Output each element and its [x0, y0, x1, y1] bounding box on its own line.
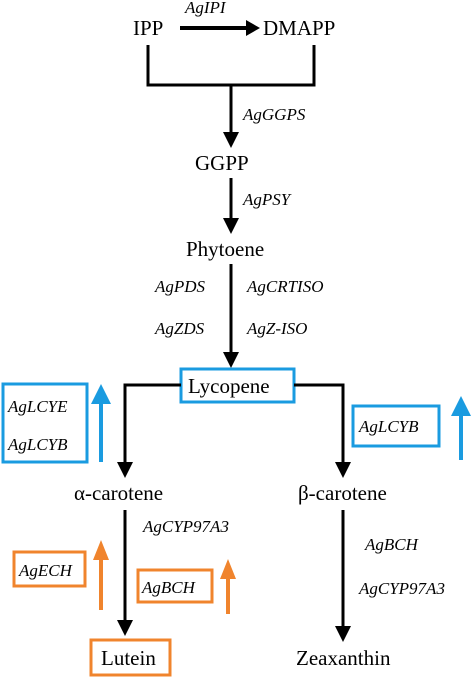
lcye-lcyb-highlight-box — [1, 382, 89, 464]
node-alpha-carotene: α-carotene — [74, 481, 163, 505]
enzyme-ziso: AgZ-ISO — [246, 319, 307, 338]
enzyme-zds: AgZDS — [154, 319, 205, 338]
node-lutein: Lutein — [101, 646, 156, 670]
alpha-to-lutein-arrow-head — [117, 620, 133, 636]
node-dmapp: DMAPP — [263, 16, 335, 40]
bch-highlight-box — [136, 568, 214, 604]
enzyme-cyp97a3-right: AgCYP97A3 — [358, 579, 445, 598]
enzyme-lcyb-left: AgLCYB — [7, 435, 68, 454]
pds-arrow-head — [223, 352, 239, 368]
branch-left-line — [123, 383, 181, 463]
node-zeaxanthin: Zeaxanthin — [296, 646, 391, 670]
enzyme-psy: AgPSY — [242, 190, 292, 209]
up-arrow-blue-right-icon — [451, 396, 471, 416]
up-arrow-orange-right-icon — [220, 559, 236, 579]
node-phytoene: Phytoene — [186, 237, 264, 261]
enzyme-lcye-left: AgLCYE — [7, 397, 68, 416]
enzyme-ech: AgECH — [18, 561, 74, 580]
branch-left-arrow-head — [117, 462, 133, 478]
ggps-arrow-head — [223, 132, 239, 148]
ipi-arrow-head — [246, 20, 260, 36]
node-lycopene: Lycopene — [188, 374, 270, 398]
lutein-highlight-box — [89, 638, 172, 677]
node-ipp: IPP — [133, 16, 163, 40]
psy-arrow-head — [223, 218, 239, 234]
enzyme-ggps: AgGGPS — [242, 105, 306, 124]
up-arrow-blue-left-icon — [91, 384, 111, 404]
up-arrow-orange-left-icon — [93, 540, 109, 560]
enzyme-lcyb-right: AgLCYB — [358, 417, 419, 436]
lcyb-right-highlight-box — [351, 404, 441, 448]
branch-right-arrow-head — [335, 462, 351, 478]
enzyme-bch-right: AgBCH — [364, 535, 420, 554]
enzyme-pds: AgPDS — [154, 277, 206, 296]
lycopene-highlight-box — [179, 367, 296, 404]
branch-right-line — [294, 383, 345, 463]
enzyme-ipi: AgIPI — [184, 0, 227, 17]
ech-highlight-box — [12, 550, 87, 588]
enzyme-bch-left: AgBCH — [141, 578, 197, 597]
node-ggpp: GGPP — [195, 151, 249, 175]
enzyme-cyp97a3-left: AgCYP97A3 — [142, 517, 229, 536]
node-beta-carotene: β-carotene — [298, 481, 387, 505]
beta-to-zeaxanthin-arrow-head — [335, 626, 351, 642]
enzyme-crtiso: AgCRTISO — [246, 277, 324, 296]
merge-bracket — [146, 45, 316, 87]
